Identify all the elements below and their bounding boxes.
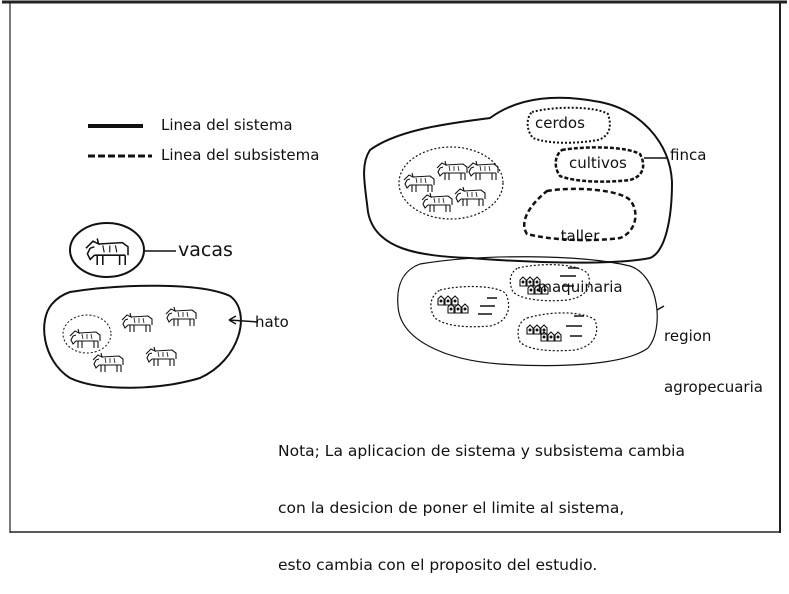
taller-subsystem [522,187,637,242]
legend-system-label: Linea del sistema [161,116,293,134]
finca-cattle-subsystem [398,146,504,220]
taller-label-line1: taller [560,226,600,245]
region-field-marks [560,267,578,287]
note-line-1: Nota; La aplicacion de sistema y subsist… [278,442,685,460]
cow-icon [121,312,153,333]
hato-arrow [228,315,259,325]
diagram-canvas [2,0,787,533]
region-label: region agropecuaria [664,293,763,414]
cow-icon [85,237,129,266]
cow-icon [92,352,124,373]
hato-boundary [43,284,242,389]
taller-label: taller maquinaria [527,193,633,314]
cow-icon [454,186,486,207]
study-note: Nota; La aplicacion de sistema y subsist… [278,404,685,594]
region-farm-subsystem [430,285,510,328]
cow-icon [403,172,435,193]
cultivos-label: cultivos [569,154,627,172]
cow-icon [145,346,177,367]
cow-icon [421,192,453,213]
cultivos-subsystem [554,146,645,183]
region-field-marks [478,297,497,315]
region-boundary [397,256,658,367]
note-line-3: esto cambia con el proposito del estudio… [278,556,598,574]
region-connector [656,305,665,311]
cow-icon [436,160,468,181]
cow-icon [69,328,101,349]
region-farm-subsystem [509,264,590,302]
cerdos-label: cerdos [535,114,585,132]
cow-icon [467,160,499,181]
note-line-2: con la desicion de poner el limite al si… [278,499,625,517]
legend-subsystem-label: Linea del subsistema [161,146,320,164]
hato-subsystem-boundary [62,314,112,354]
cow-icon [165,306,197,327]
region-label-line1: region [664,326,712,345]
vacas-boundary [69,222,145,278]
finca-boundary [363,96,674,264]
region-label-line2: agropecuaria [664,378,763,397]
region-field-marks [566,315,584,337]
taller-label-line2: maquinaria [537,278,623,297]
finca-label: finca [670,146,707,164]
region-farm-subsystem [517,312,598,352]
vacas-label: vacas [178,239,233,261]
farm-icon [437,295,459,306]
hato-label: hato [255,313,289,331]
farm-icon [540,331,562,342]
cerdos-subsystem [526,106,611,144]
